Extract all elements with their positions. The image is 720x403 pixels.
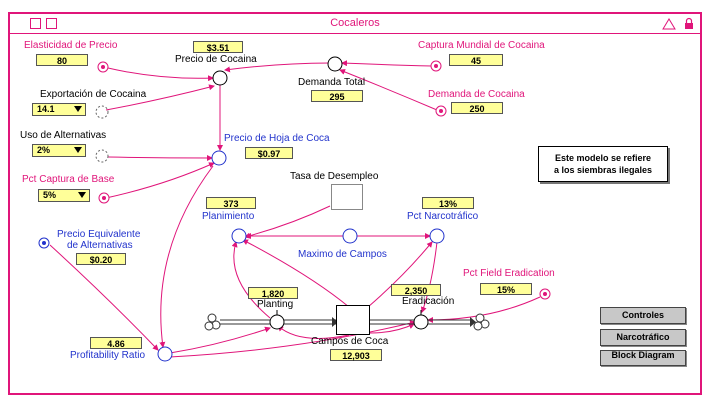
captura-mundial-value: 45 <box>449 54 503 66</box>
sink-cloud-icon <box>473 313 490 331</box>
captura-mundial-label: Captura Mundial de Cocaina <box>418 40 545 51</box>
precio-cocaina-node[interactable] <box>212 70 228 86</box>
demanda-cocaina-label: Demanda de Cocaina <box>428 89 525 100</box>
connector-demandacoca-demanda <box>339 69 438 111</box>
slider-input-icon[interactable] <box>430 60 442 72</box>
slider-input-icon[interactable] <box>97 61 109 73</box>
profitability-label: Profitability Ratio <box>70 350 146 361</box>
campos-coca-label: Campos de Coca <box>311 336 389 347</box>
maximo-campos-label: Maximo de Campos <box>298 249 387 260</box>
connector-alternativas-hoja <box>107 154 213 161</box>
pct-narcotrafico-label: Pct Narcotráfico <box>407 211 479 222</box>
uso-alternativas-dropdown[interactable]: 2% <box>32 144 86 157</box>
pct-field-eradication-value: 15% <box>480 283 532 295</box>
uso-alternativas-value: 2% <box>37 145 51 155</box>
precio-hoja-label: Precio de Hoja de Coca <box>224 133 330 144</box>
pct-narcotrafico-node[interactable] <box>429 228 445 244</box>
connector-planting-planimiento <box>231 241 271 319</box>
elasticidad-label: Elasticidad de Precio <box>24 40 118 51</box>
precio-equivalente-label-1: Precio Equivalente <box>57 229 141 240</box>
planting-label: Planting <box>257 299 294 310</box>
campos-coca-stock[interactable] <box>336 305 370 335</box>
connector-campos-narcotrafico <box>367 241 433 308</box>
pct-captura-base-dropdown[interactable]: 5% <box>38 189 90 202</box>
slider-input-icon[interactable] <box>539 288 551 300</box>
lock-icon[interactable] <box>684 17 694 30</box>
connector-narcotrafico-eradicacion <box>420 241 438 313</box>
demanda-total-node[interactable] <box>327 56 343 72</box>
planimiento-label: Planimiento <box>202 211 255 222</box>
window-menu-icon[interactable] <box>30 18 41 29</box>
connector-tasa-planimiento <box>244 205 331 239</box>
profitability-value: 4.86 <box>90 337 142 349</box>
alternativas-ghost-node[interactable] <box>95 149 109 163</box>
planting-valve[interactable] <box>269 314 285 330</box>
connector-elasticidad-precio <box>107 67 214 82</box>
chevron-down-icon <box>78 192 86 198</box>
source-cloud-icon <box>204 313 221 331</box>
elasticidad-value: 80 <box>36 54 88 66</box>
connector-captura-demanda <box>341 60 433 67</box>
maximo-campos-node[interactable] <box>342 228 358 244</box>
narcotrafico-button[interactable]: Narcotráfico <box>600 329 686 346</box>
connector-demanda-precio <box>224 62 331 73</box>
exportacion-ghost-node[interactable] <box>95 105 109 119</box>
exportacion-dropdown[interactable]: 14.1 <box>32 103 86 116</box>
connector-profitability-eradicacion <box>169 320 416 358</box>
eradicacion-valve[interactable] <box>413 314 429 330</box>
slider-input-icon[interactable] <box>435 105 447 117</box>
connector-equivalente-profitability <box>49 244 159 351</box>
connector-captura-hoja <box>105 162 215 199</box>
campos-coca-value: 12,903 <box>330 349 382 361</box>
precio-equivalente-value: $0.20 <box>76 253 126 265</box>
exportacion-label: Exportación de Cocaina <box>40 89 147 100</box>
connector-profitability-planting <box>169 326 271 354</box>
slider-input-icon[interactable] <box>98 192 110 204</box>
demanda-total-value: 295 <box>311 90 363 102</box>
pct-narcotrafico-value: 13% <box>422 197 474 209</box>
planimiento-value: 373 <box>206 197 256 209</box>
flow-arrow-out <box>470 317 476 327</box>
connector-campos-planting <box>277 325 350 339</box>
demanda-total-label: Demanda Total <box>298 77 366 88</box>
precio-hoja-node[interactable] <box>211 150 227 166</box>
demanda-cocaina-value: 250 <box>451 102 503 114</box>
model-note: Este modelo se refiere a los siembras il… <box>538 146 668 182</box>
tasa-desempleo-box[interactable] <box>331 184 363 210</box>
pct-captura-base-label: Pct Captura de Base <box>22 174 115 185</box>
flow-arrow-into-stock <box>332 317 338 327</box>
slider-input-icon[interactable] <box>38 237 50 249</box>
uso-alternativas-label: Uso de Alternativas <box>20 130 107 141</box>
title-bar: Cocaleros <box>10 14 700 34</box>
chevron-down-icon <box>74 147 82 153</box>
profitability-node[interactable] <box>157 346 173 362</box>
model-note-line-2: a los siembras ilegales <box>553 165 653 175</box>
window-title: Cocaleros <box>330 17 380 29</box>
model-note-line-1: Este modelo se refiere <box>554 153 652 163</box>
planimiento-node[interactable] <box>231 228 247 244</box>
connector-campos-eradicacion <box>369 323 415 334</box>
eradicacion-label: Eradicación <box>402 296 455 307</box>
exportacion-value: 14.1 <box>37 104 55 114</box>
eradicacion-value: 2,350 <box>391 284 441 296</box>
window-grid-icon[interactable] <box>46 18 57 29</box>
connector-campos-planimiento <box>242 239 350 308</box>
connector-hoja-profitability <box>159 165 214 348</box>
pct-field-eradication-label: Pct Field Eradication <box>463 268 555 279</box>
precio-hoja-value: $0.97 <box>245 147 293 159</box>
pct-captura-base-value: 5% <box>43 190 57 200</box>
planting-value: 1,820 <box>248 287 298 299</box>
precio-cocaina-label: Precio de Cocaina <box>175 54 257 65</box>
connector-exportacion-precio <box>105 84 215 111</box>
precio-equivalente-label-2: de Alternativas <box>67 240 133 251</box>
block-diagram-button[interactable]: Block Diagram <box>600 350 686 366</box>
chevron-down-icon <box>74 106 82 112</box>
precio-cocaina-value: $3.51 <box>193 41 243 53</box>
controles-button[interactable]: Controles <box>600 307 686 324</box>
triangle-up-icon[interactable] <box>662 18 676 30</box>
tasa-desempleo-label: Tasa de Desempleo <box>290 171 379 182</box>
